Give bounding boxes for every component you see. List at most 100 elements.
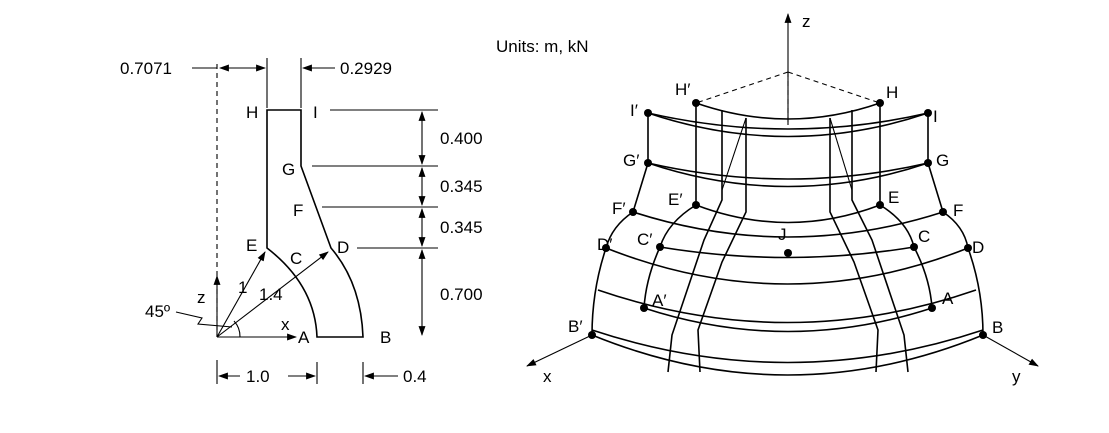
radius-inner-label: 1 bbox=[238, 278, 247, 297]
shell-label-a-prime-text: A′ bbox=[652, 291, 667, 310]
shell-label-i-prime-text: I′ bbox=[630, 101, 638, 120]
profile-outline bbox=[266, 109, 364, 338]
node-h bbox=[876, 99, 884, 107]
node-c-prime bbox=[656, 243, 664, 251]
prime-mark: ′ bbox=[649, 230, 652, 249]
shell-meridian-right-mid bbox=[851, 110, 909, 373]
shell-label-f-prime-text: F′ bbox=[612, 199, 626, 218]
angle-arc bbox=[233, 320, 241, 338]
dim-h-fd: 0.345 bbox=[440, 218, 483, 237]
prime-mark: ′ bbox=[636, 151, 639, 170]
node-h-prime bbox=[692, 99, 700, 107]
dim-h-hi: 0.400 bbox=[440, 129, 483, 148]
shell-label-i-prime: I bbox=[630, 101, 635, 120]
node-g-prime bbox=[644, 159, 652, 167]
radius-inner-arrow bbox=[216, 251, 266, 338]
prime-mark: ′ bbox=[579, 317, 582, 336]
shell-label-b-prime-text: B′ bbox=[568, 317, 583, 336]
shell-z-label: z bbox=[802, 12, 811, 31]
profile-z-label: z bbox=[197, 288, 206, 307]
node-i-prime bbox=[644, 109, 652, 117]
shell-arc-g-inner bbox=[647, 162, 929, 180]
shell-label-f-prime: F bbox=[612, 199, 622, 218]
shell-label-c: C bbox=[918, 227, 930, 246]
profile-label-f: F bbox=[293, 201, 303, 220]
shell-label-g-prime: G bbox=[623, 151, 636, 170]
dim-h-gf: 0.345 bbox=[440, 177, 483, 196]
shell-label-e-prime: E bbox=[668, 190, 679, 209]
node-e-prime bbox=[692, 201, 700, 209]
shell-label-i: I bbox=[933, 107, 938, 126]
node-d bbox=[964, 244, 972, 252]
shell-label-a-prime: A bbox=[652, 291, 664, 310]
shell-label-h: H bbox=[886, 83, 898, 102]
profile-label-c: C bbox=[290, 249, 302, 268]
prime-mark: ′ bbox=[635, 101, 638, 120]
shell-meridian-right-rib bbox=[829, 118, 879, 373]
units-text: Units: m, kN bbox=[496, 37, 589, 56]
shell-label-h-prime: H bbox=[675, 80, 687, 99]
shell-label-b: B bbox=[992, 318, 1003, 337]
node-c bbox=[910, 243, 918, 251]
profile-x-label: x bbox=[281, 315, 290, 334]
profile-label-d: D bbox=[337, 238, 349, 257]
prime-mark: ′ bbox=[679, 190, 682, 209]
shell-x-axis bbox=[526, 334, 593, 367]
node-f bbox=[939, 208, 947, 216]
shell-brace-right bbox=[829, 117, 853, 191]
shell-y-axis bbox=[982, 334, 1039, 367]
shell-label-d-prime: D bbox=[597, 235, 609, 254]
shell-label-g-prime-text: G′ bbox=[623, 151, 639, 170]
shell-label-e: E bbox=[888, 188, 899, 207]
node-g bbox=[924, 159, 932, 167]
angle-label: 45º bbox=[145, 302, 170, 321]
dim-base-inner: 1.0 bbox=[246, 367, 270, 386]
dim-top-width: 0.2929 bbox=[340, 59, 392, 78]
shell-label-a: A bbox=[942, 289, 954, 308]
shell-arc-top-inner2 bbox=[647, 112, 929, 130]
radius-outer-label: 1.4 bbox=[259, 285, 283, 304]
shell-arc-f bbox=[632, 211, 944, 238]
shell-arc-h-inner bbox=[695, 102, 881, 120]
profile-drawing: 0.7071 0.2929 0.400 0.345 0.345 0.700 1.… bbox=[120, 58, 483, 386]
prime-mark: ′ bbox=[663, 291, 666, 310]
prime-mark: ′ bbox=[687, 80, 690, 99]
shell-arc-b-inner bbox=[591, 329, 984, 364]
shell-arc-d bbox=[605, 247, 969, 285]
node-a bbox=[928, 304, 936, 312]
profile-label-i: I bbox=[313, 103, 318, 122]
shell-arc-e bbox=[695, 204, 881, 224]
shell-arc-mid1 bbox=[597, 289, 977, 324]
shell-arc-hi-outer bbox=[647, 112, 929, 138]
shell-drawing: z x y bbox=[526, 12, 1039, 386]
shell-meridian-left-outer bbox=[591, 113, 649, 336]
dim-h-db: 0.700 bbox=[440, 285, 483, 304]
shell-meridian-left-mid bbox=[667, 110, 723, 373]
shell-arc-b bbox=[591, 334, 984, 376]
profile-label-b: B bbox=[380, 328, 391, 347]
node-a-prime bbox=[640, 304, 648, 312]
shell-label-e-prime-text: E′ bbox=[668, 190, 683, 209]
shell-label-d: D bbox=[972, 238, 984, 257]
node-b-prime bbox=[588, 331, 596, 339]
prime-mark: ′ bbox=[609, 235, 612, 254]
shell-brace-left bbox=[721, 117, 747, 191]
shell-label-h-prime-text: H′ bbox=[675, 80, 690, 99]
shell-label-f: F bbox=[953, 201, 963, 220]
shell-top-dashed-left bbox=[695, 71, 789, 104]
shell-label-b-prime: B bbox=[568, 317, 579, 336]
shell-label-d-prime-text: D′ bbox=[597, 235, 612, 254]
profile-label-g: G bbox=[282, 160, 295, 179]
node-b bbox=[979, 331, 987, 339]
profile-label-a: A bbox=[298, 328, 310, 347]
shell-meridian-left-rib bbox=[697, 118, 747, 373]
profile-label-h: H bbox=[246, 103, 258, 122]
profile-label-e: E bbox=[246, 236, 257, 255]
node-e bbox=[876, 201, 884, 209]
node-i bbox=[924, 109, 932, 117]
node-f-prime bbox=[629, 208, 637, 216]
shell-label-g: G bbox=[936, 151, 949, 170]
dim-left-offset: 0.7071 bbox=[120, 59, 172, 78]
shell-y-label: y bbox=[1012, 367, 1021, 386]
